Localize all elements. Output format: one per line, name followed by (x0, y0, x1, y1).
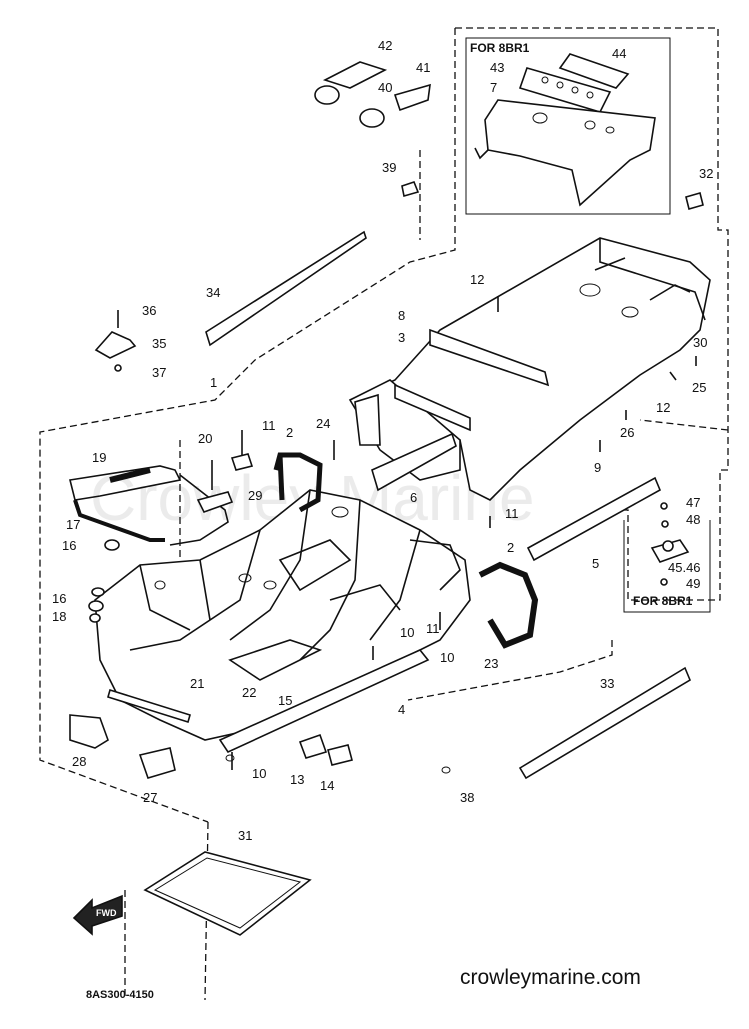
callout: 2 (507, 540, 514, 555)
callout: 6 (410, 490, 417, 505)
callout: 32 (699, 166, 713, 181)
part-8-main-cowl (348, 237, 711, 501)
callout: 49 (686, 576, 700, 591)
callout: 41 (416, 60, 430, 75)
callout: 8 (398, 308, 405, 323)
callout: 28 (72, 754, 86, 769)
callout: 33 (600, 676, 614, 691)
callout: 39 (382, 160, 396, 175)
callout: 44 (612, 46, 626, 61)
callout: 22 (242, 685, 256, 700)
part-33-trim-strip (518, 666, 692, 780)
part-5-rail (526, 476, 662, 562)
part-code: 8AS300-4150 (86, 989, 154, 1001)
callout: 34 (206, 285, 220, 300)
callout: 16 (62, 538, 76, 553)
part-28-mount (69, 714, 109, 749)
callout: 24 (316, 416, 330, 431)
part-34-trim-strip (205, 230, 367, 347)
inset-box-8br1-top: FOR 8BR1 (465, 37, 671, 215)
part-6-rail (371, 432, 457, 492)
part-39-clip (401, 181, 420, 198)
part-35-bracket-group (94, 310, 137, 372)
callout: 3 (398, 330, 405, 345)
callout: 29 (248, 488, 262, 503)
callout: 21 (190, 676, 204, 691)
part-35-bracket (94, 331, 137, 359)
part-13-block (298, 733, 328, 759)
part-14-block (327, 744, 353, 766)
part-3-rail (429, 328, 550, 387)
part-27-mount (138, 747, 176, 779)
callout: 17 (66, 517, 80, 532)
part-40-knob-a (314, 85, 340, 105)
callout: 31 (238, 828, 252, 843)
upper-small-parts (314, 61, 704, 210)
part-7-cover (484, 99, 656, 207)
callout: 38 (460, 790, 474, 805)
callout: 11 (262, 418, 276, 433)
inset-label-top: FOR 8BR1 (470, 41, 530, 55)
callout: 25 (692, 380, 706, 395)
callout: 27 (143, 790, 157, 805)
part-42-gasket (322, 61, 388, 89)
callout: 30 (693, 335, 707, 350)
callouts: 42 41 40 39 44 43 7 32 34 12 36 8 35 3 3… (52, 38, 713, 843)
callout: 15 (278, 693, 292, 708)
inset-label-right: FOR 8BR1 (633, 594, 693, 608)
callout: 18 (52, 609, 66, 624)
part-32-cap (685, 192, 704, 210)
part-44-plate (558, 53, 630, 89)
callout: 42 (378, 38, 392, 53)
callout: 11 (426, 621, 440, 636)
fasteners (231, 296, 697, 770)
callout: 45.46 (668, 560, 701, 575)
callout: 12 (470, 272, 484, 287)
callout: 13 (290, 772, 304, 787)
main-frame (94, 489, 471, 754)
fwd-label: FWD (96, 908, 117, 918)
callout: 12 (656, 400, 670, 415)
callout: 23 (484, 656, 498, 671)
callout: 10 (440, 650, 454, 665)
callout: 37 (152, 365, 166, 380)
part-41-plate (393, 83, 431, 112)
part-21-rail (107, 688, 191, 724)
callout: 40 (378, 80, 392, 95)
callout: 14 (320, 778, 334, 793)
part-4-bottom-rail (218, 649, 430, 754)
callout: 10 (252, 766, 266, 781)
callout: 26 (620, 425, 634, 440)
callout: 36 (142, 303, 156, 318)
callout: 48 (686, 512, 700, 527)
callout: 35 (152, 336, 166, 351)
part-40-knob-b (359, 108, 385, 128)
part-20-lever (196, 491, 234, 513)
lower-parts (69, 714, 451, 779)
callout: 7 (490, 80, 497, 95)
callout: 1 (210, 375, 217, 390)
callout: 43 (490, 60, 504, 75)
fwd-arrow-icon: FWD (72, 894, 123, 936)
website-label: crowleymarine.com (460, 966, 641, 989)
callout: 47 (686, 495, 700, 510)
callout: 20 (198, 431, 212, 446)
callout: 5 (592, 556, 599, 571)
part-31-mat (143, 851, 312, 936)
callout: 2 (286, 425, 293, 440)
callout: 11 (505, 506, 519, 521)
callout: 10 (400, 625, 414, 640)
part-16-clamps (88, 539, 120, 623)
callout: 19 (92, 450, 106, 465)
callout: 9 (594, 460, 601, 475)
inset-box-8br1-right: FOR 8BR1 (623, 502, 711, 613)
callout: 16 (52, 591, 66, 606)
part-2-handle-lower (478, 561, 539, 649)
callout: 4 (398, 702, 405, 717)
